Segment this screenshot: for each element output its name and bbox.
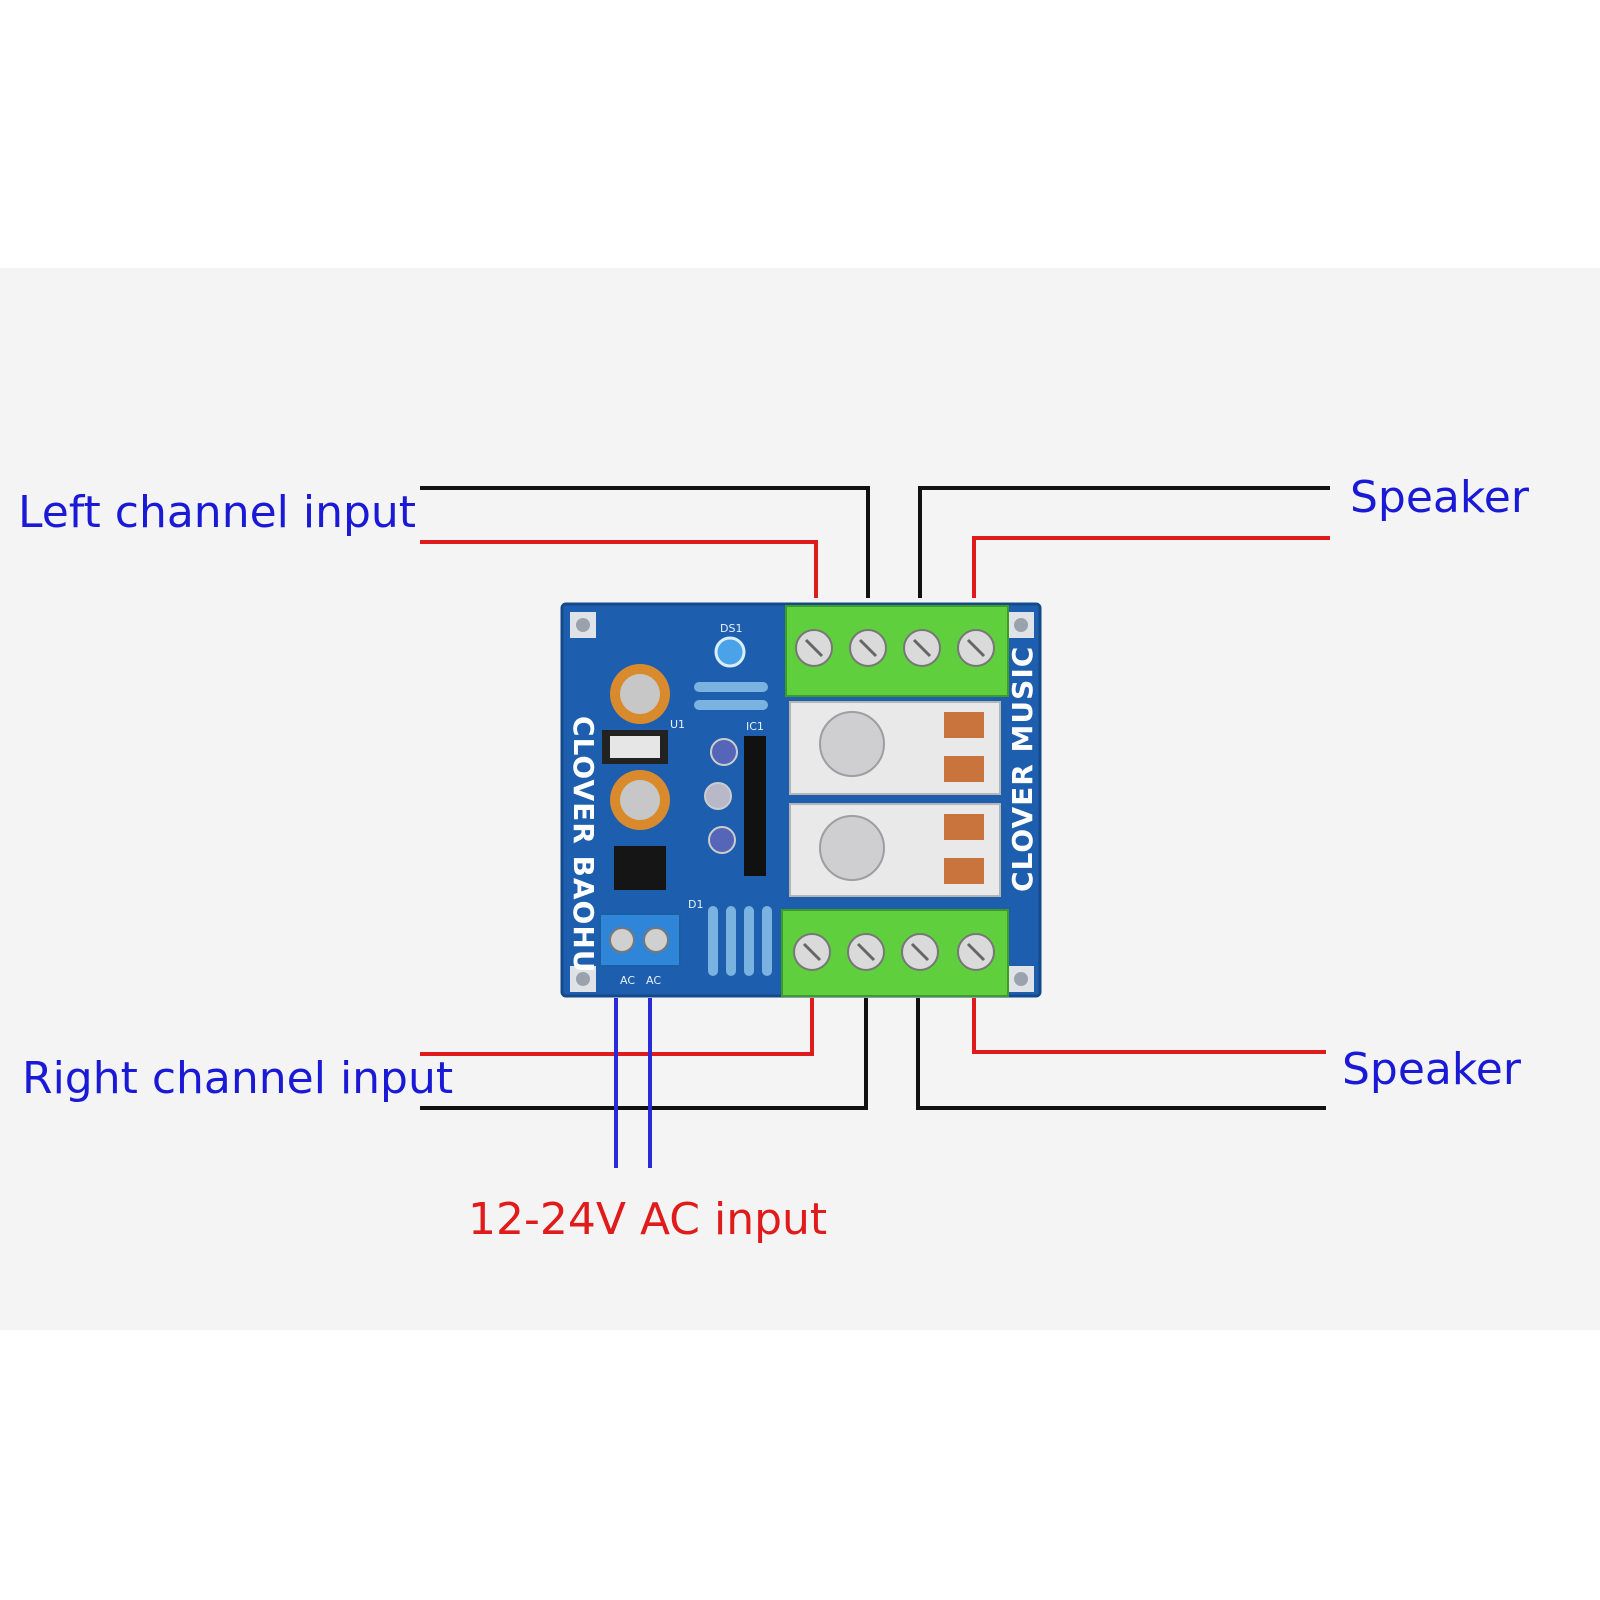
- speaker-top-label: Speaker: [1350, 472, 1530, 523]
- pcb-text-right: CLOVER MUSIC: [1006, 646, 1039, 892]
- right-input-black-wire: [420, 998, 868, 1110]
- speaker-top-black-wire: [918, 486, 1330, 598]
- terminal-block-bottom: [781, 909, 1009, 997]
- mounting-holes: [570, 612, 1034, 992]
- speaker-bottom-red-wire: [972, 998, 1326, 1054]
- ic-chip: [744, 736, 766, 876]
- protection-board: CLOVER BAOHU CLOVER MUSIC AC AC DS1 IC1 …: [560, 602, 1042, 998]
- speaker-top-red-wire: [972, 536, 1330, 598]
- right-input-red-wire: [420, 998, 814, 1056]
- ac-input-label: 12-24V AC input: [468, 1194, 827, 1245]
- silk-u1: U1: [670, 718, 685, 731]
- screw-terminal-icon: [643, 927, 669, 953]
- bridge-rectifier: [614, 846, 666, 890]
- left-input-red-wire: [420, 540, 818, 598]
- led-icon: [714, 636, 746, 668]
- relays: [789, 701, 1001, 897]
- silk-ac-1: AC: [620, 974, 635, 987]
- pcb-text-left: CLOVER BAOHU: [567, 716, 600, 974]
- silk-ic1: IC1: [746, 720, 764, 733]
- silk-ac-2: AC: [646, 974, 661, 987]
- silk-ds1: DS1: [720, 622, 742, 635]
- left-input-black-wire: [420, 486, 870, 598]
- silk-d1: D1: [688, 898, 703, 911]
- terminal-block-top: [785, 605, 1009, 697]
- wires: [420, 486, 1330, 1168]
- screw-terminal-icon: [609, 927, 635, 953]
- right-channel-input-label: Right channel input: [22, 1053, 453, 1104]
- left-channel-input-label: Left channel input: [18, 487, 416, 538]
- speaker-bottom-label: Speaker: [1342, 1044, 1522, 1095]
- components-left: [599, 636, 772, 976]
- speaker-bottom-black-wire: [916, 998, 1326, 1110]
